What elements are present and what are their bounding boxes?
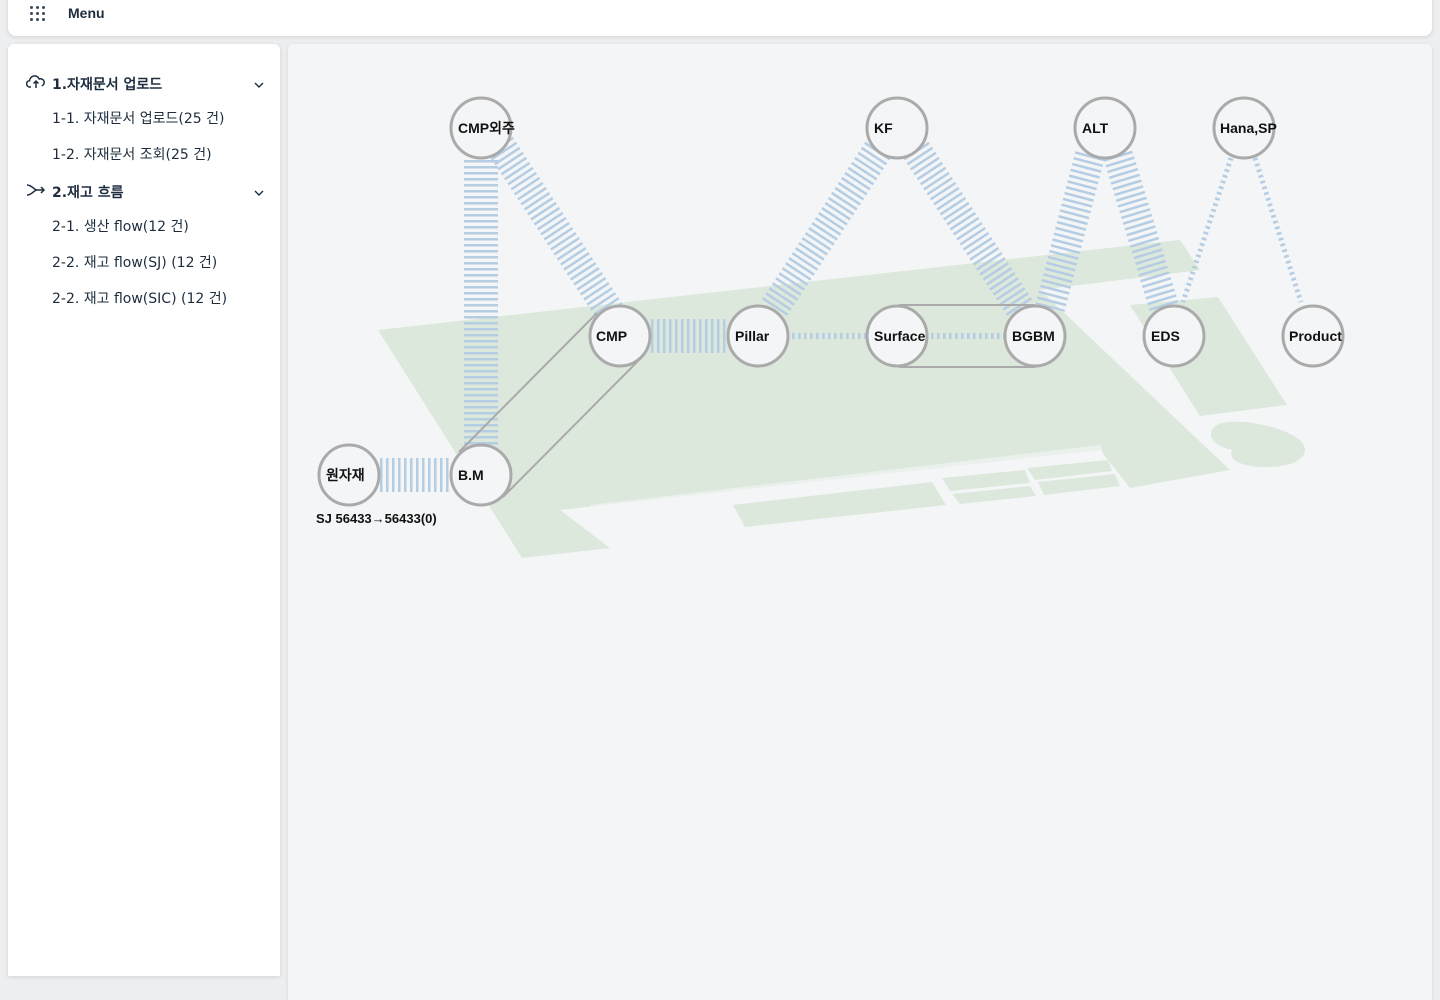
tangent-links — [458, 304, 1035, 498]
node-label: 원자재 — [326, 467, 365, 483]
flow-arrow-icon — [26, 181, 46, 203]
chevron-down-icon[interactable] — [252, 77, 266, 96]
sidebar-item-material-upload[interactable]: 1-1. 자재문서 업로드(25 건) — [52, 111, 225, 127]
node-label: Pillar — [735, 328, 770, 344]
node-surface[interactable]: Surface — [865, 304, 929, 368]
node-pillar[interactable]: Pillar — [726, 304, 790, 368]
node-label: KF — [874, 120, 893, 136]
node-bgbm[interactable]: BGBM — [1003, 304, 1067, 368]
node-label: B.M — [458, 467, 484, 483]
node-raw-material[interactable]: 원자재 — [317, 443, 381, 507]
sidebar-item-inventory-flow-sic[interactable]: 2-2. 재고 flow(SIC) (12 건) — [52, 291, 228, 307]
node-label: EDS — [1151, 328, 1180, 344]
node-bm[interactable]: B.M — [449, 443, 513, 507]
chevron-down-icon[interactable] — [252, 185, 266, 204]
flow-link — [1103, 150, 1180, 315]
factory-map-background — [378, 240, 1305, 558]
flow-link — [903, 141, 1033, 317]
node-cmp-outsourcing[interactable]: CMP외주 — [449, 96, 515, 160]
sidebar: 1.자재문서 업로드 1-1. 자재문서 업로드(25 건) 1-2. 자재문서… — [8, 44, 280, 976]
menu-button[interactable]: Menu — [30, 0, 105, 26]
node-label: Hana,SP — [1220, 120, 1277, 136]
sidebar-item-material-lookup[interactable]: 1-2. 자재문서 조회(25 건) — [52, 147, 212, 163]
sidebar-item-production-flow[interactable]: 2-1. 생산 flow(12 건) — [52, 219, 189, 235]
sidebar-group-inventory-flow[interactable]: 2.재고 흐름 — [26, 178, 266, 206]
node-product[interactable]: Product — [1281, 304, 1345, 368]
flow-nodes: CMP외주 KF ALT Hana,SP CMP Pillar Surface — [317, 96, 1345, 507]
flow-links — [380, 136, 1304, 492]
grid-icon — [30, 5, 46, 22]
node-alt[interactable]: ALT — [1073, 96, 1137, 160]
sidebar-item-inventory-flow-sj[interactable]: 2-2. 재고 flow(SJ) (12 건) — [52, 255, 218, 271]
node-label: CMP외주 — [458, 120, 515, 136]
sidebar-group-label: 1.자재문서 업로드 — [52, 77, 163, 93]
node-hana-sp[interactable]: Hana,SP — [1212, 96, 1277, 160]
node-label: ALT — [1082, 120, 1109, 136]
node-eds[interactable]: EDS — [1142, 304, 1206, 368]
node-label: BGBM — [1012, 328, 1055, 344]
sidebar-group-label: 2.재고 흐름 — [52, 185, 124, 201]
node-label: Product — [1289, 328, 1342, 344]
menu-label: Menu — [68, 5, 105, 21]
node-kf[interactable]: KF — [865, 96, 929, 160]
cloud-upload-icon — [25, 73, 46, 95]
flow-link — [1180, 157, 1234, 303]
sidebar-group-upload[interactable]: 1.자재문서 업로드 — [25, 70, 266, 98]
flow-link — [760, 141, 891, 319]
top-bar: Menu — [8, 0, 1432, 36]
flow-link — [1035, 151, 1105, 312]
flow-link — [1252, 157, 1304, 303]
flow-link — [487, 136, 623, 321]
node-cmp[interactable]: CMP — [588, 304, 652, 368]
node-label: CMP — [596, 328, 627, 344]
node-label: Surface — [874, 328, 926, 344]
flow-status-text: SJ 56433→56433(0) — [316, 511, 437, 526]
